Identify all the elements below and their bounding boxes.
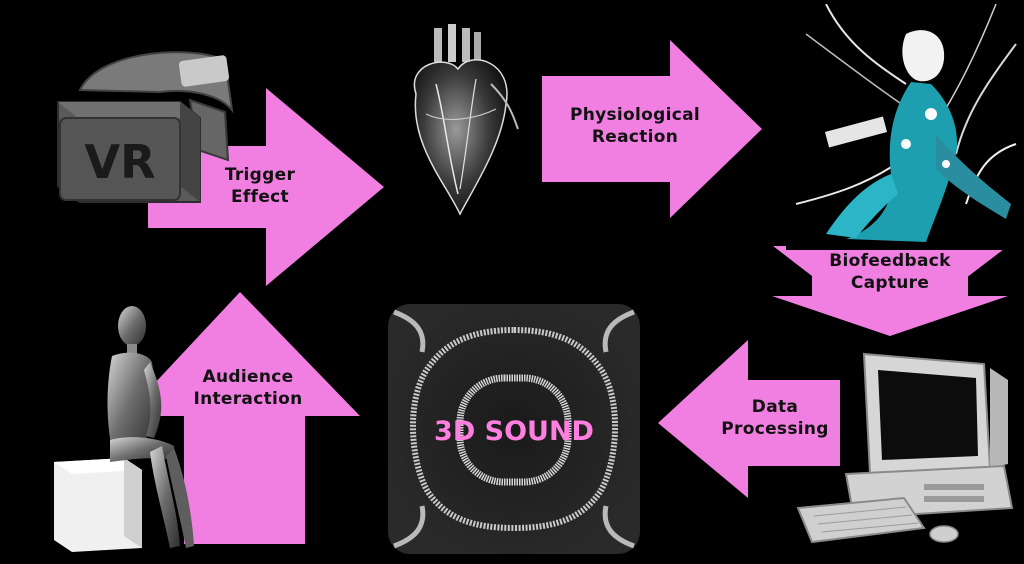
wired-figure-icon: [786, 4, 1022, 250]
vr-text: VR: [84, 135, 155, 189]
glass-heart-icon: [413, 24, 519, 216]
sound-wave-icon: 3D SOUND: [388, 304, 640, 554]
mannequin-icon: [54, 306, 194, 552]
biofeedback-arrow-head: [772, 296, 1008, 336]
sound-label: 3D SOUND: [434, 416, 594, 447]
trigger-arrow: [148, 88, 384, 286]
physiological-arrow: [542, 40, 762, 218]
retro-computer-icon: [796, 352, 1014, 544]
biofeedback-arrow-shaft: [812, 240, 968, 300]
audience-arrow: [124, 292, 360, 544]
vr-headset-icon: VR: [57, 51, 234, 203]
data-processing-arrow: [658, 340, 840, 498]
